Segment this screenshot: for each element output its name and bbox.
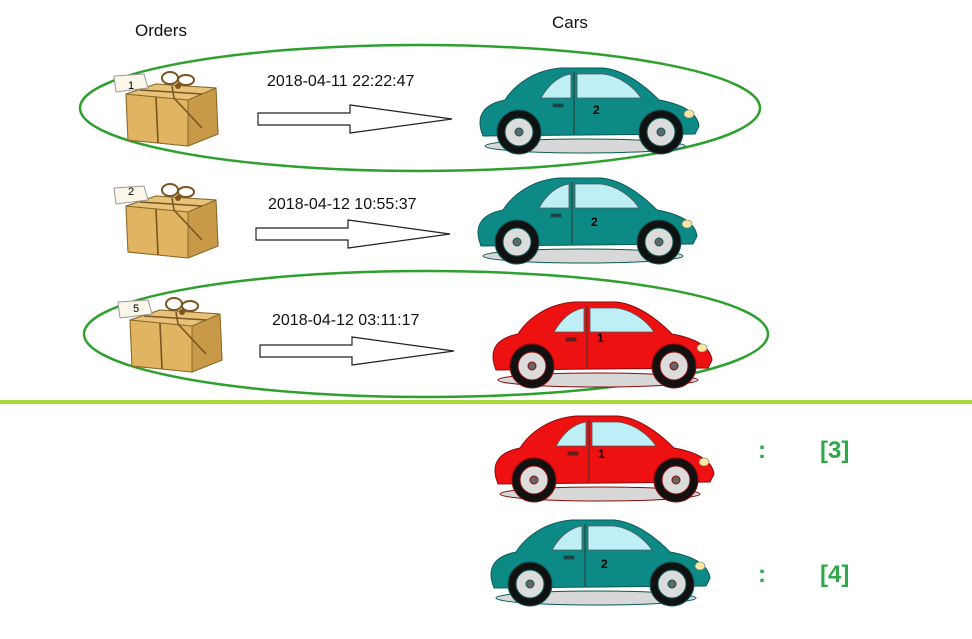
result-separator: :: [758, 437, 766, 464]
car-label: 2: [593, 103, 600, 117]
cars-header: Cars: [552, 13, 588, 32]
order-tag-label: 5: [133, 303, 140, 315]
divider-line: [0, 400, 972, 404]
order-timestamp: 2018-04-11 22:22:47: [267, 73, 415, 90]
arrow-icon: [257, 104, 453, 134]
car-icon: [479, 67, 700, 155]
arrow-icon: [255, 219, 451, 249]
result-value: [3]: [820, 437, 850, 464]
car-label: 2: [591, 215, 598, 229]
car-label: 1: [598, 447, 605, 461]
highlight-ellipse-row-3: [82, 269, 770, 399]
order-timestamp: 2018-04-12 03:11:17: [272, 312, 420, 329]
result-value: [4]: [820, 561, 850, 588]
order-tag-label: 2: [128, 186, 135, 198]
result-separator: :: [758, 561, 766, 588]
car-icon: [477, 177, 698, 265]
highlight-ellipse-row-1: [78, 43, 762, 173]
order-tag-label: 1: [128, 80, 135, 92]
car-label: 1: [597, 331, 604, 345]
car-label: 2: [601, 557, 608, 571]
car-icon: [492, 301, 713, 389]
orders-header: Orders: [135, 21, 187, 40]
order-timestamp: 2018-04-12 10:55:37: [268, 196, 417, 213]
arrow-icon: [259, 336, 455, 366]
